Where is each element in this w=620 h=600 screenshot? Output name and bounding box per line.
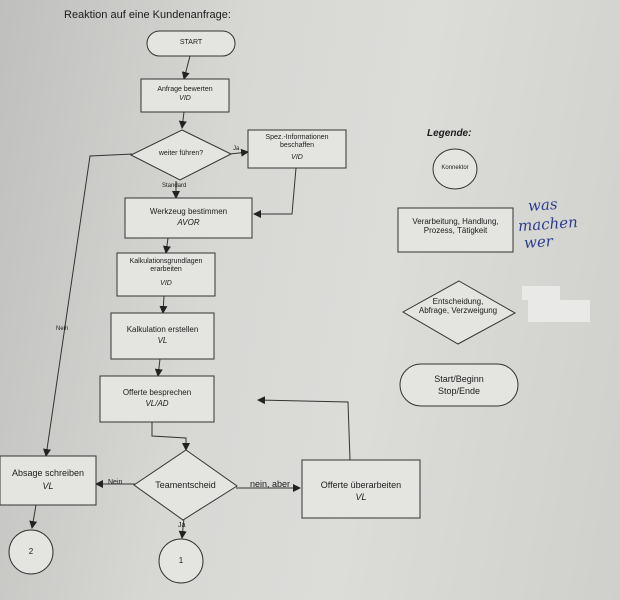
- edge-kalkgrund-kalkerst: [159, 295, 168, 314]
- offerte-box: [99, 375, 215, 423]
- legend-terminal-shape: [399, 363, 519, 407]
- weiter-diamond: [129, 129, 233, 181]
- konnektor-1: [158, 538, 204, 584]
- edge-weiter-spez: [229, 148, 249, 157]
- absage-label: Absage schreiben: [11, 468, 85, 478]
- anfrage-box: [140, 78, 230, 113]
- start-terminal: [146, 30, 236, 57]
- werkzeug-label: Werkzeug bestimmen: [149, 207, 228, 216]
- legend-process-label: Verarbeitung, Handlung, Prozess, Tätigke…: [412, 217, 499, 236]
- kalkgrund-label: Kalkulationsgrundlagen erarbeiten: [129, 258, 203, 274]
- kalkerst-label: Kalkulation erstellen: [126, 325, 199, 334]
- konnektor-2: [8, 529, 54, 575]
- diagram-title: Reaktion auf eine Kundenanfrage:: [64, 9, 231, 21]
- konnektor-2-label: 2: [28, 547, 34, 556]
- tape-patches: [522, 286, 590, 322]
- kalkgrund-box: [116, 252, 216, 297]
- ueberarbeiten-box: [301, 459, 421, 519]
- legend-process-shape: [397, 207, 514, 253]
- teamentscheid-label: Teamentscheid: [155, 480, 216, 490]
- edge-label-standard: Standard: [162, 183, 187, 189]
- edge-werkzeug-kalkgrund: [162, 237, 171, 254]
- edge-label-ja2: Ja: [178, 522, 186, 529]
- legend-title: Legende:: [427, 128, 472, 139]
- edge-label-nein-aber: nein, aber: [250, 479, 291, 489]
- konnektor-1-label: 1: [178, 556, 184, 565]
- edge-label-nein2: Nein: [108, 479, 123, 486]
- weiter-label: weiter führen?: [158, 150, 204, 157]
- nodes: [0, 30, 421, 584]
- edge-anfrage-weiter: [178, 111, 187, 129]
- kalkerst-role: VL: [157, 336, 168, 345]
- werkzeug-role: AVOR: [177, 218, 200, 227]
- edge-ueberarbeiten-offerte: [257, 396, 351, 461]
- legend-decision-shape: [401, 280, 517, 345]
- legend-terminal-line2: Stop/Ende: [437, 386, 481, 396]
- kalkerst-box: [110, 312, 215, 360]
- kalkgrund-role: VID: [160, 280, 172, 287]
- edge-kalkerst-offerte: [154, 358, 163, 377]
- werkzeug-box: [124, 197, 253, 239]
- edge-spez-werkzeug: [253, 167, 297, 218]
- absage-role: VL: [42, 481, 54, 491]
- absage-box: [0, 455, 97, 506]
- handwritten-note-1: was: [527, 194, 559, 216]
- handwritten-note-3: wer: [523, 232, 554, 252]
- spez-label: Spez.-Informationen beschaffen: [265, 134, 329, 150]
- ueberarbeiten-role: VL: [355, 492, 367, 502]
- legend-shapes: [397, 148, 519, 407]
- offerte-role: VL/AD: [145, 399, 169, 408]
- legend-connector-label: Konnektor: [441, 165, 469, 171]
- edge-absage-konnektor2: [29, 504, 38, 529]
- spez-box: [247, 129, 347, 169]
- edges: [29, 55, 351, 539]
- anfrage-role: VID: [179, 95, 191, 102]
- edge-label-nein1: Nein: [56, 326, 69, 332]
- anfrage-label: Anfrage bewerten: [157, 86, 213, 93]
- edge-offerte-team: [151, 422, 190, 451]
- edge-weiter-absage-nein: [43, 153, 133, 457]
- start-label: START: [179, 39, 203, 46]
- spez-role: VID: [291, 154, 303, 161]
- edge-start-anfrage: [181, 55, 191, 80]
- teamentscheid-diamond: [133, 449, 238, 521]
- legend-terminal-line1: Start/Beginn: [434, 374, 484, 384]
- ueberarbeiten-label: Offerte überarbeiten: [320, 480, 402, 490]
- offerte-label: Offerte besprechen: [122, 388, 192, 397]
- edge-team-konnektor1: [178, 517, 187, 539]
- legend-connector-shape: [432, 148, 478, 190]
- legend-decision-label: Entscheidung, Abfrage, Verzweigung: [418, 297, 498, 316]
- edge-label-ja1: Ja: [233, 146, 240, 152]
